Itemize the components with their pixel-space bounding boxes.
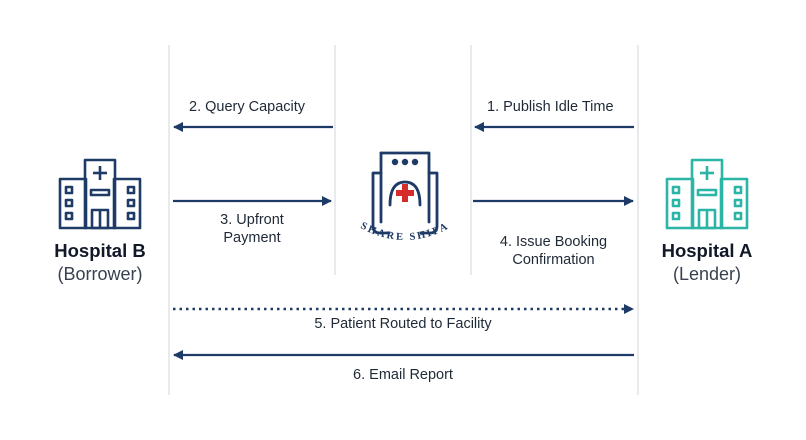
step-1-label: 1. Publish Idle Time [487,99,614,115]
hospital-b-name: Hospital B [54,240,146,261]
hospital-a-name: Hospital A [661,240,753,261]
step-2-label: 2. Query Capacity [189,99,306,115]
step-6-label: 6. Email Report [353,367,453,383]
step-4-label: 4. Issue Booking Confirmation [481,233,626,269]
step-4-line-1: 4. Issue Booking [499,234,608,250]
share-shifa-logo: SHARE SHIFA [359,151,449,243]
step-4-line-2: Confirmation [512,252,595,268]
step-5-label: 5. Patient Routed to Facility [314,316,492,332]
hospital-building-icon [58,158,142,230]
step-3-label: 3. Upfront Payment [187,211,317,247]
hospital-building-icon [665,158,749,230]
step-3-line-1: 3. Upfront [220,212,284,228]
hospital-a-role: (Lender) [672,264,742,284]
hospital-b-role: (Borrower) [57,264,143,284]
step-3-line-2: Payment [223,230,281,246]
